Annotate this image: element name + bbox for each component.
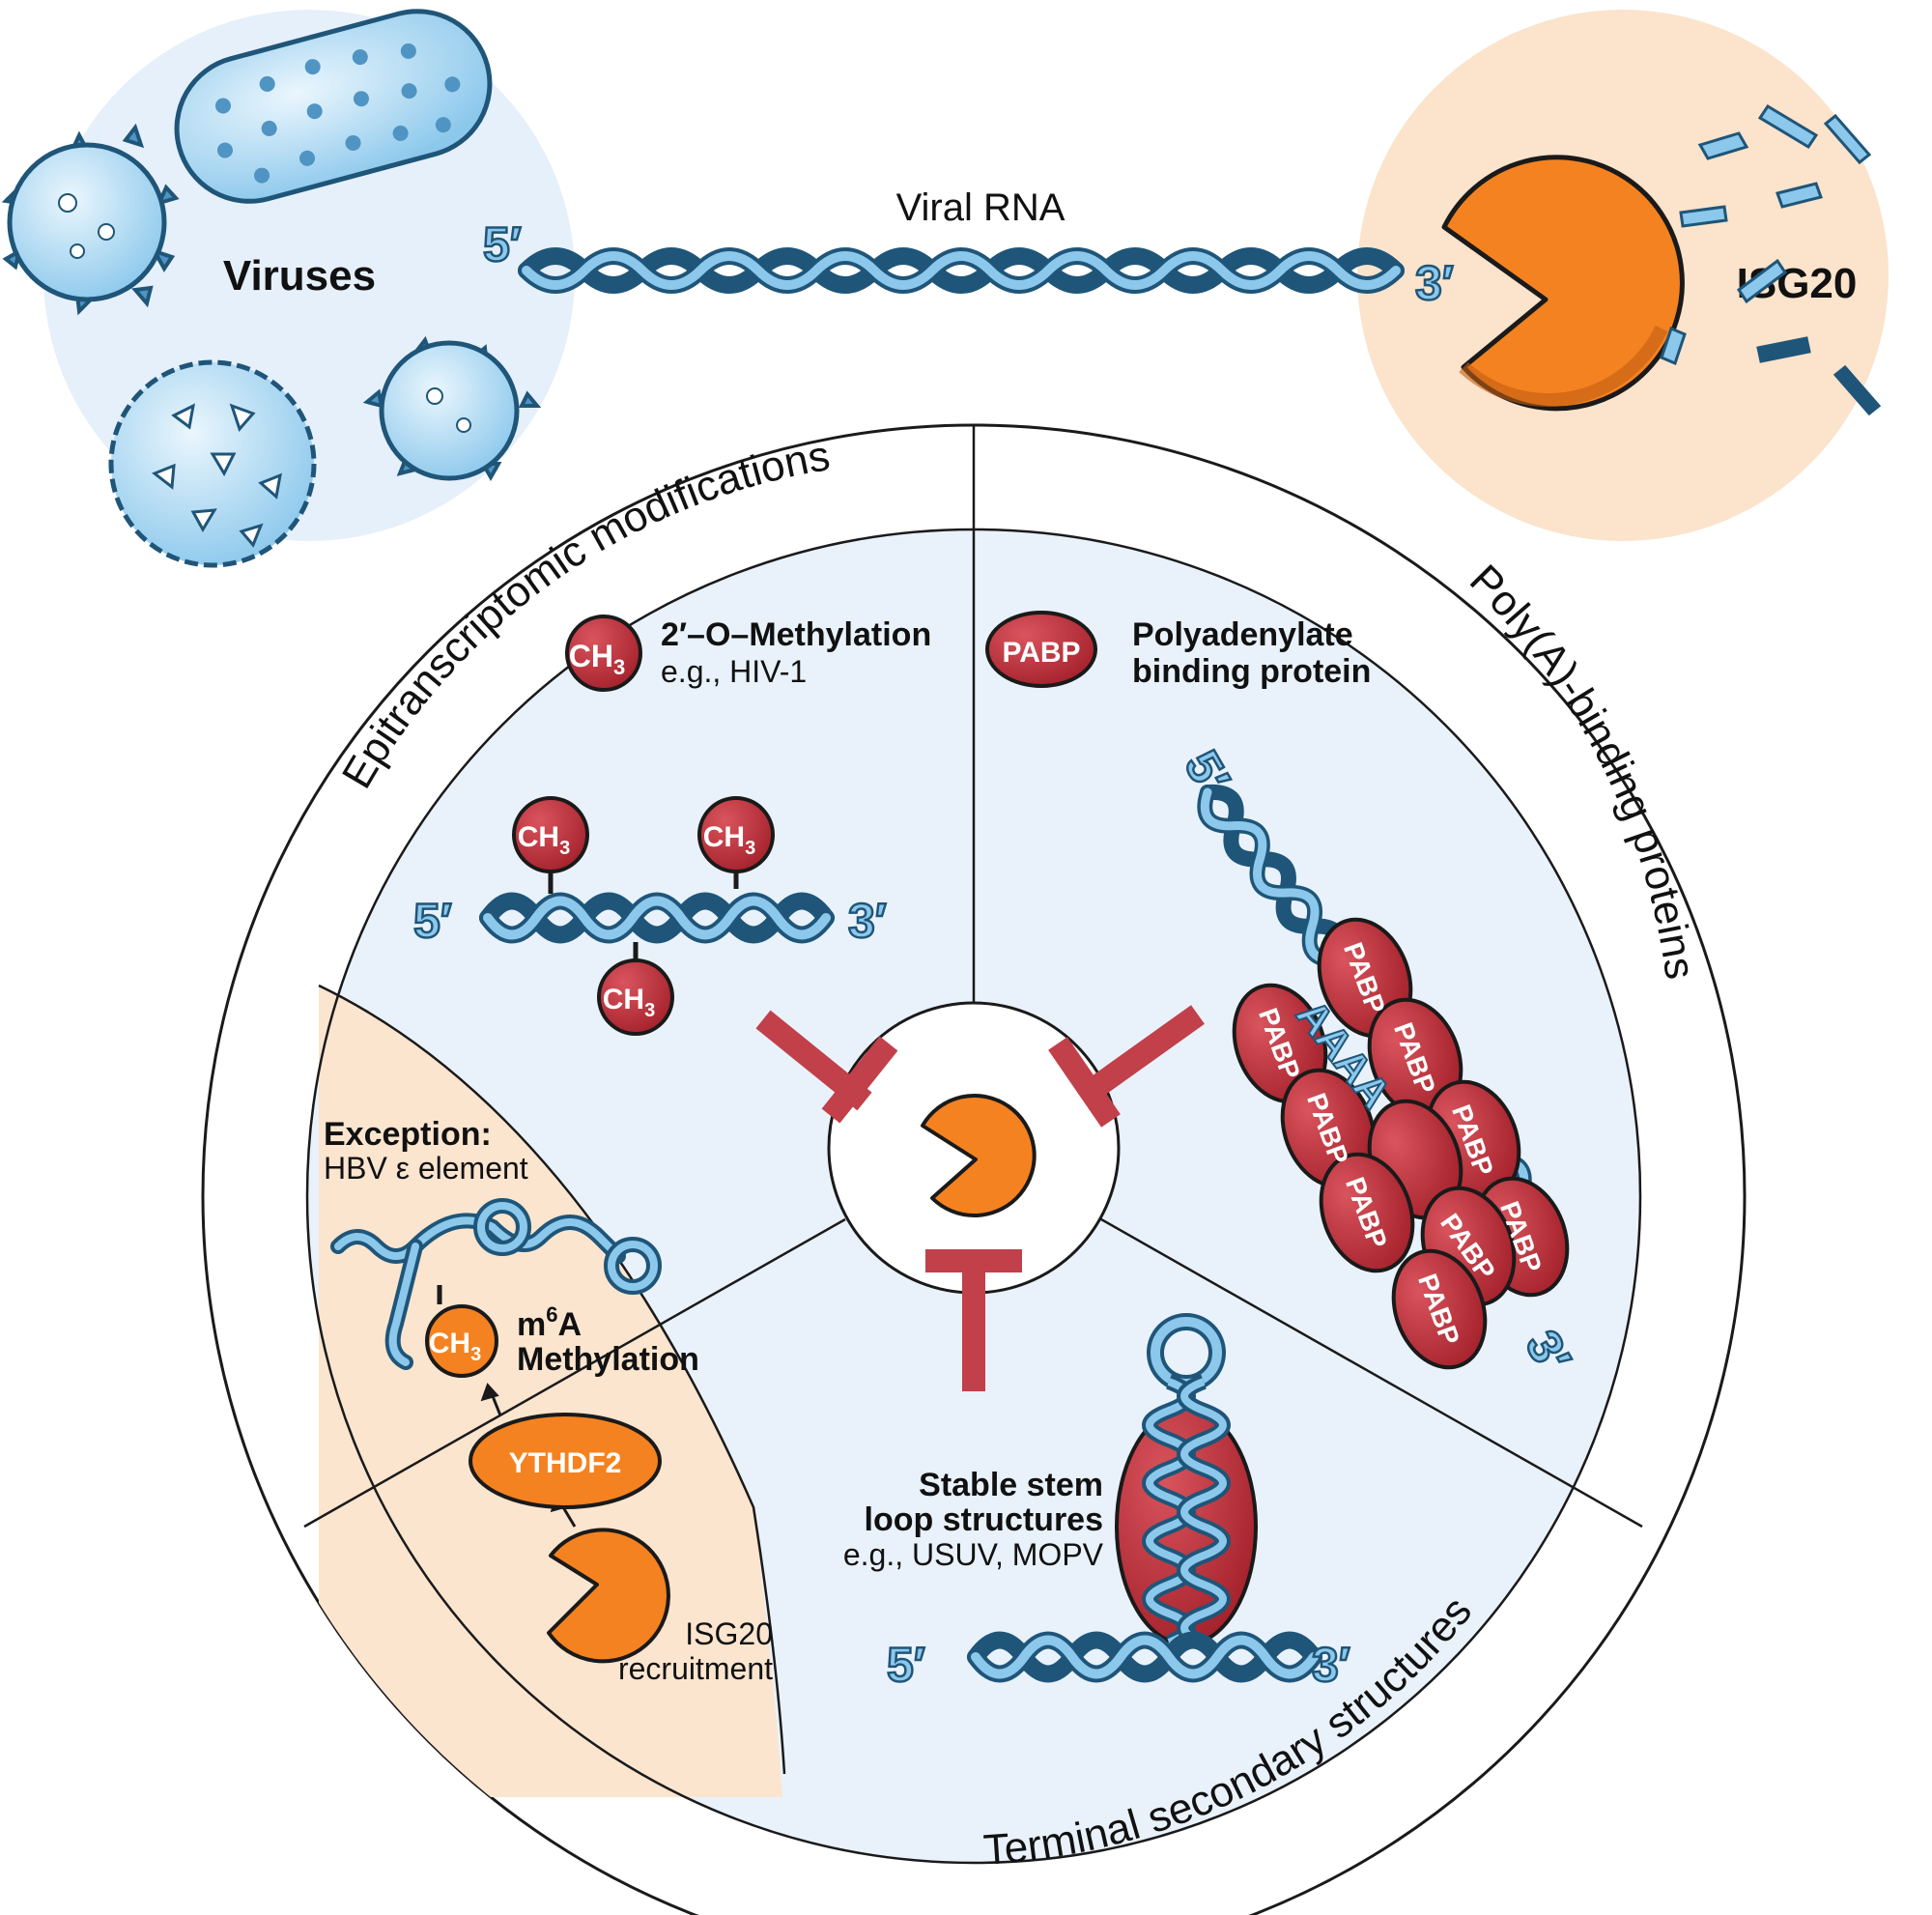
svg-text:CH3: CH3: [569, 639, 625, 679]
exception-title: Exception:: [324, 1116, 492, 1153]
viral-rna-3prime: 3′: [1415, 256, 1454, 310]
methylated-rna-5prime: 5′: [413, 894, 452, 948]
svg-text:CH3: CH3: [429, 1328, 481, 1365]
isg20-pacman-icon: [1441, 155, 1685, 412]
ch3-legend-badge: CH3: [565, 615, 642, 692]
methylation-title: 2′–O–Methylation: [661, 616, 931, 653]
svg-text:CH3: CH3: [518, 821, 570, 859]
stem-loop-structure: [1142, 1313, 1231, 1650]
terminal-rna-helix: [967, 1631, 1322, 1683]
stem-loop-title-line2: loop structures: [865, 1501, 1103, 1538]
svg-text:PABP: PABP: [1002, 637, 1080, 669]
rna-fragments-icon: [1660, 103, 1882, 416]
methylated-rna-3prime: 3′: [848, 894, 887, 948]
viral-rna-label: Viral RNA: [896, 186, 1065, 229]
exception-subtitle: HBV ε element: [324, 1151, 528, 1186]
viral-rna-helix: [518, 247, 1405, 294]
hbv-epsilon-stem-loop: [330, 1198, 662, 1370]
inhibition-symbol-left: [755, 1010, 898, 1124]
pabp-legend-badge: PABP: [985, 611, 1097, 688]
isg20-recruitment-line2: recruitment: [618, 1651, 773, 1686]
virus-corona-icon-left: [1, 123, 180, 316]
virus-spiky-icon-bottom: [108, 359, 317, 568]
terminal-rna-5prime: 5′: [887, 1638, 925, 1692]
ch3-group-1: CH3: [512, 796, 589, 873]
terminal-rna-3prime: 3′: [1312, 1638, 1350, 1692]
isg20-recruitment-line1: ISG20: [685, 1616, 773, 1651]
methylation-example: e.g., HIV-1: [661, 654, 807, 689]
pabp-stack: [1232, 917, 1570, 1370]
stem-loop-title-line1: Stable stem: [919, 1467, 1103, 1503]
m6a-methylation-label: Methylation: [517, 1341, 699, 1378]
svg-text:CH3: CH3: [703, 821, 755, 859]
m6a-label: m6A: [517, 1302, 582, 1343]
virus-corona-icon-right: [362, 335, 542, 482]
stem-loop-example: e.g., USUV, MOPV: [843, 1537, 1104, 1572]
svg-text:YTHDF2: YTHDF2: [509, 1447, 622, 1479]
pabp-title-line1: Polyadenylate: [1132, 616, 1353, 653]
methylated-rna-helix: [479, 892, 835, 944]
viruses-label: Viruses: [223, 252, 376, 300]
center-isg20-pacman-icon: [921, 1094, 1037, 1217]
ch3-group-3: CH3: [597, 958, 674, 1036]
pabp-title-line2: binding protein: [1132, 653, 1371, 690]
m6a-ch3-badge: CH3: [425, 1304, 498, 1378]
inhibition-symbol-bottom: [925, 1249, 1022, 1391]
viral-rna-5prime: 5′: [483, 217, 522, 272]
svg-text:CH3: CH3: [603, 984, 655, 1021]
inhibition-symbol-right: [1048, 1005, 1205, 1128]
ythdf2-protein: YTHDF2: [469, 1413, 662, 1509]
isg20-recruitment-pacman-icon: [547, 1528, 670, 1664]
ch3-group-2: CH3: [697, 796, 775, 873]
